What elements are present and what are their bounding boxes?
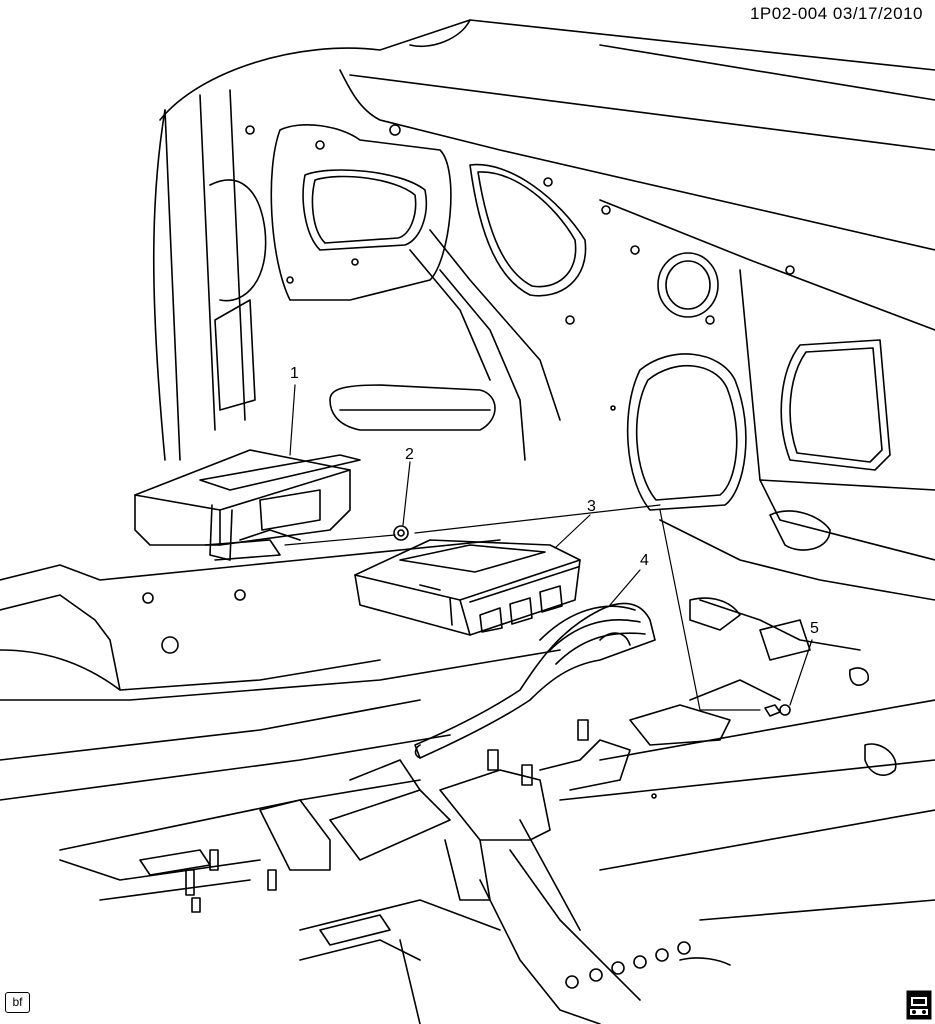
part-3-module bbox=[354, 539, 581, 636]
callout-3: 3 bbox=[587, 498, 596, 515]
rear-body-panel bbox=[142, 19, 935, 654]
leader-lines bbox=[284, 384, 813, 711]
callout-4: 4 bbox=[640, 552, 649, 569]
vehicle-symbol-icon bbox=[906, 990, 932, 1020]
floor-pan bbox=[0, 384, 935, 1024]
part-2-nut bbox=[393, 525, 409, 541]
callout-1: 1 bbox=[290, 365, 299, 382]
bf-badge: bf bbox=[5, 992, 30, 1013]
callout-2: 2 bbox=[405, 446, 414, 463]
callout-5: 5 bbox=[810, 620, 819, 637]
part-1-bracket bbox=[134, 449, 361, 561]
part-4-harness bbox=[414, 602, 656, 759]
drawing-reference-code: 1P02-004 03/17/2010 bbox=[749, 4, 923, 23]
part-5-bolt bbox=[764, 704, 791, 717]
